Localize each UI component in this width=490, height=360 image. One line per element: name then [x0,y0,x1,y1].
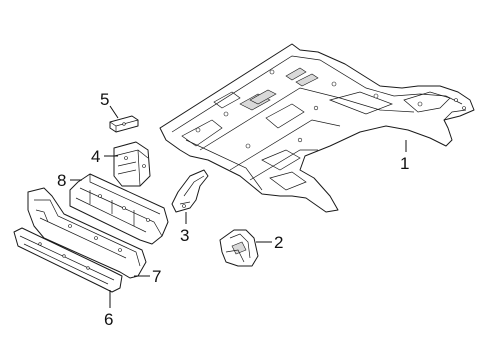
callout-leaders [70,105,407,308]
callout-1: 1 [400,154,409,173]
lower-rail-part-6 [13,227,123,293]
rear-panel-part-8 [69,173,169,245]
bracket-part-4 [113,141,151,187]
leader-5 [109,105,119,119]
rear-floor-pan [159,43,475,213]
callout-4: 4 [91,147,100,166]
callout-3: 3 [180,226,189,245]
callout-7: 7 [152,267,161,286]
clip-part-5 [109,115,139,133]
callout-labels: 1 2 3 4 5 6 7 8 [57,90,409,329]
callout-2: 2 [274,233,283,252]
callout-8: 8 [57,171,66,190]
bracket-part-3 [171,169,209,213]
callout-5: 5 [100,90,109,109]
bracket-part-2 [219,229,259,267]
crossmember-part-7 [27,187,147,279]
callout-6: 6 [104,310,113,329]
